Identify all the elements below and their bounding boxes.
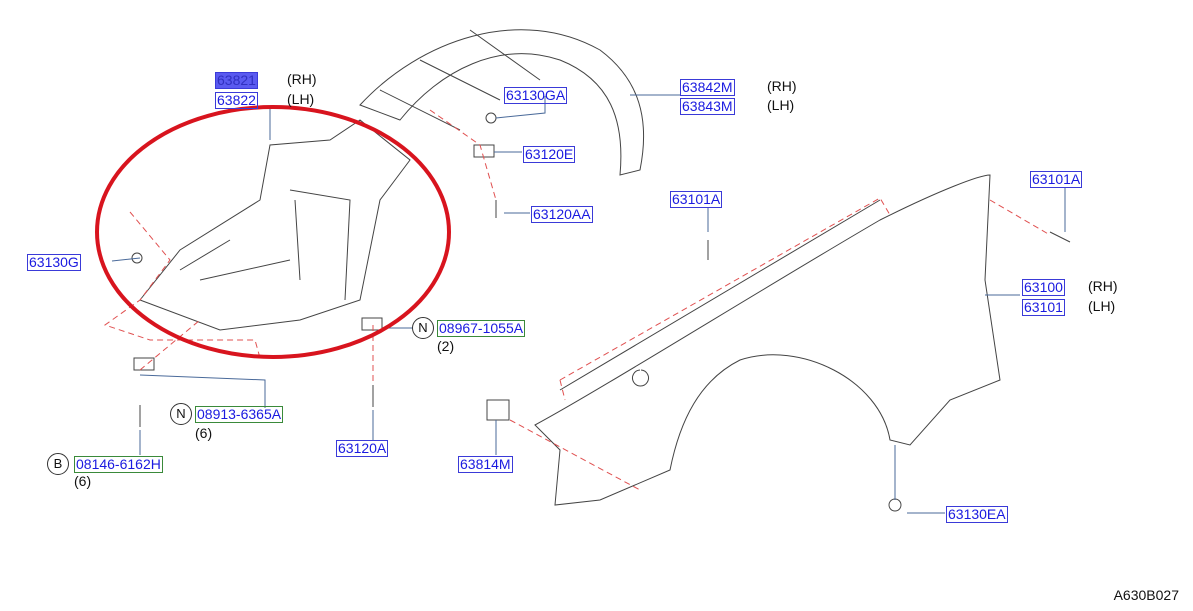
fender-liner-rear	[359, 29, 645, 176]
side-lh: (LH)	[767, 97, 795, 113]
part-63130EA[interactable]: 63130EA	[946, 506, 1008, 523]
part-63814M[interactable]: 63814M	[458, 456, 513, 473]
part-08146-6162H[interactable]: 08146-6162H	[74, 456, 163, 473]
n-symbol: N	[170, 403, 192, 425]
quantity: (6)	[74, 473, 92, 489]
part-63120A[interactable]: 63120A	[336, 440, 389, 457]
part-08967-1055A[interactable]: 08967-1055A	[437, 320, 526, 337]
part-63130G[interactable]: 63130G	[27, 254, 81, 271]
part-63821[interactable]: 63821	[215, 72, 258, 89]
fender-liner-front	[139, 119, 411, 331]
side-rh: (RH)	[287, 71, 317, 87]
side-rh: (RH)	[1088, 278, 1118, 294]
n-symbol: N	[412, 317, 434, 339]
quantity: (2)	[437, 338, 455, 354]
quantity: (6)	[195, 425, 213, 441]
part-63100[interactable]: 63100	[1022, 279, 1065, 296]
diagram-code: A630B027	[1113, 587, 1179, 603]
part-63101A-bolt[interactable]: 63101A	[1030, 171, 1083, 188]
front-fender	[534, 174, 1001, 506]
part-63101[interactable]: 63101	[1022, 299, 1065, 316]
part-63822[interactable]: 63822	[215, 92, 258, 109]
part-63842M[interactable]: 63842M	[680, 79, 735, 96]
part-08913-6365A[interactable]: 08913-6365A	[195, 406, 284, 423]
side-rh: (RH)	[767, 78, 797, 94]
part-63101A[interactable]: 63101A	[670, 191, 723, 208]
part-63130GA[interactable]: 63130GA	[504, 87, 568, 104]
side-lh: (LH)	[287, 91, 315, 107]
side-lh: (LH)	[1088, 298, 1116, 314]
part-63120AA[interactable]: 63120AA	[531, 206, 593, 223]
part-63843M[interactable]: 63843M	[680, 98, 735, 115]
highlight-circle	[95, 105, 451, 359]
b-symbol: B	[47, 453, 69, 475]
part-63120E[interactable]: 63120E	[523, 146, 576, 163]
